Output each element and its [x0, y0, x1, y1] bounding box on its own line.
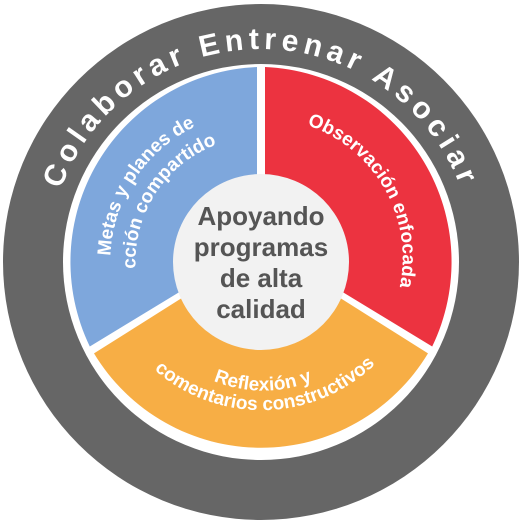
- segment-reflection-feedback: [94, 285, 428, 448]
- center-label-line3: de alta: [220, 263, 303, 293]
- segment-goals-plans: [70, 67, 258, 347]
- center-label-line4: calidad: [216, 294, 306, 324]
- center-label-line1: Apoyando: [197, 201, 324, 231]
- center-circle: [173, 174, 349, 350]
- center-label-line2: programas: [194, 232, 328, 262]
- segment-focused-observation: [265, 67, 452, 347]
